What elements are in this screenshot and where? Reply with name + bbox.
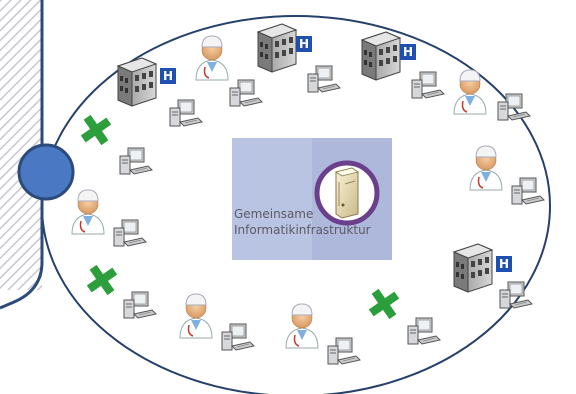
side-panel [0,0,42,290]
sidebar-knob[interactable] [17,143,75,201]
center-label: Gemeinsame Informatikinfrastruktur [234,206,404,238]
center-label-line1: Gemeinsame [234,207,314,221]
hospital-badge-label: H [402,45,414,59]
sidebar-bracket [0,0,44,310]
hospital-badge-label: H [498,257,510,271]
center-label-line2: Informatikinfrastruktur [234,223,371,237]
hospital-badge-label: H [162,69,174,83]
hospital-icon [117,57,157,107]
hospital-badge-label: H [298,37,310,51]
hospital-badge [160,36,512,272]
server-icon [314,160,380,226]
hospital-icon [361,31,401,81]
hospital-icon [453,243,493,293]
hospital-icon [257,23,297,73]
